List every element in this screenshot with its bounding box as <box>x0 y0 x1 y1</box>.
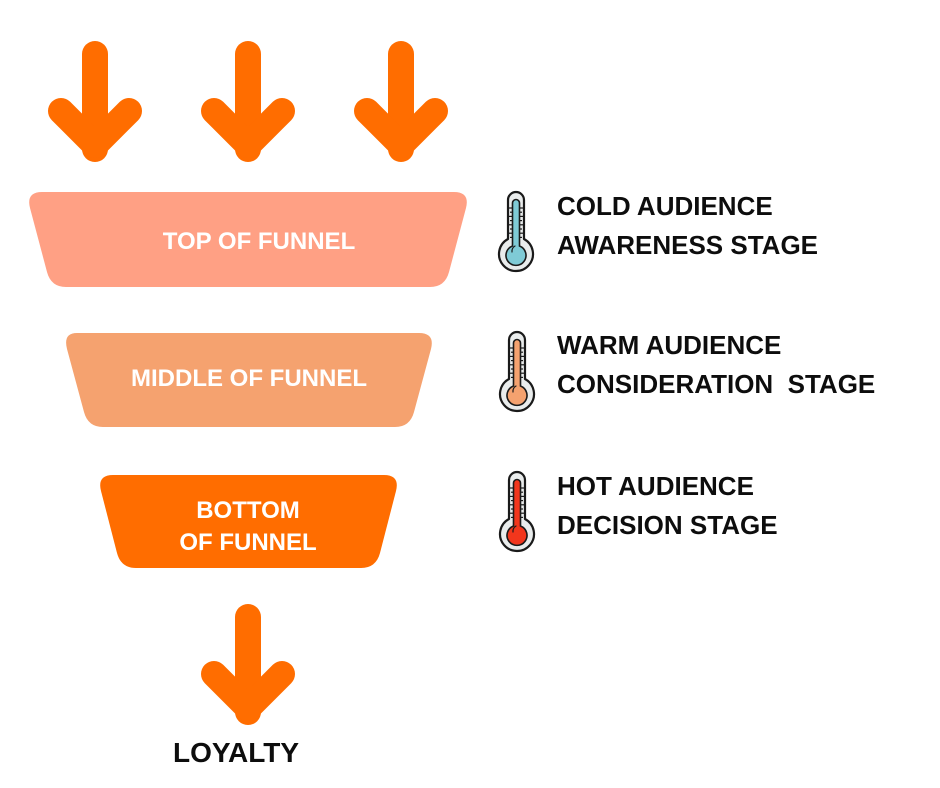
arrow-down-icon <box>61 54 129 149</box>
thermometer-mercury <box>505 198 527 267</box>
stage-label-bottom-line1: BOTTOM <box>196 497 300 524</box>
thermometer-mercury <box>506 478 528 547</box>
funnel-stage-middle: MIDDLE OF FUNNEL <box>66 333 432 427</box>
thermometer-warm-icon <box>498 330 536 413</box>
stage-shape-top <box>29 192 467 287</box>
thermometer-highlight <box>512 525 517 533</box>
stage-description-cold: COLD AUDIENCE AWARENESS STAGE <box>557 191 818 260</box>
audience-label-hot: HOT AUDIENCE <box>557 471 754 501</box>
stage-label-middle: MIDDLE OF FUNNEL <box>131 365 367 392</box>
funnel-stage-bottom: BOTTOM OF FUNNEL <box>100 475 397 568</box>
stage-description-warm: WARM AUDIENCE CONSIDERATION STAGE <box>557 330 875 399</box>
thermometer-highlight <box>512 385 517 393</box>
arrow-down-icon <box>214 617 282 712</box>
stage-label-bottom-line2: OF FUNNEL <box>179 529 316 556</box>
thermometer-cold-icon <box>497 190 535 273</box>
stage-label-top: TOP OF FUNNEL <box>163 228 355 255</box>
arrow-down-icon <box>367 54 435 149</box>
stage-description-hot: HOT AUDIENCE DECISION STAGE <box>557 471 778 540</box>
stage-shape-bottom <box>100 475 397 568</box>
loyalty-label: LOYALTY <box>173 737 299 768</box>
outcome: LOYALTY <box>173 617 299 768</box>
top-arrows <box>61 54 435 149</box>
stage-name-consideration: CONSIDERATION STAGE <box>557 369 875 399</box>
thermometer-hot-icon <box>498 470 536 553</box>
thermometer-highlight <box>511 245 516 253</box>
stage-name-awareness: AWARENESS STAGE <box>557 230 818 260</box>
stage-name-decision: DECISION STAGE <box>557 510 778 540</box>
thermometer-mercury <box>506 338 528 407</box>
audience-label-cold: COLD AUDIENCE <box>557 191 773 221</box>
funnel-stage-top: TOP OF FUNNEL <box>29 192 467 287</box>
stage-shape-middle <box>66 333 432 427</box>
arrow-down-icon <box>214 54 282 149</box>
audience-label-warm: WARM AUDIENCE <box>557 330 781 360</box>
